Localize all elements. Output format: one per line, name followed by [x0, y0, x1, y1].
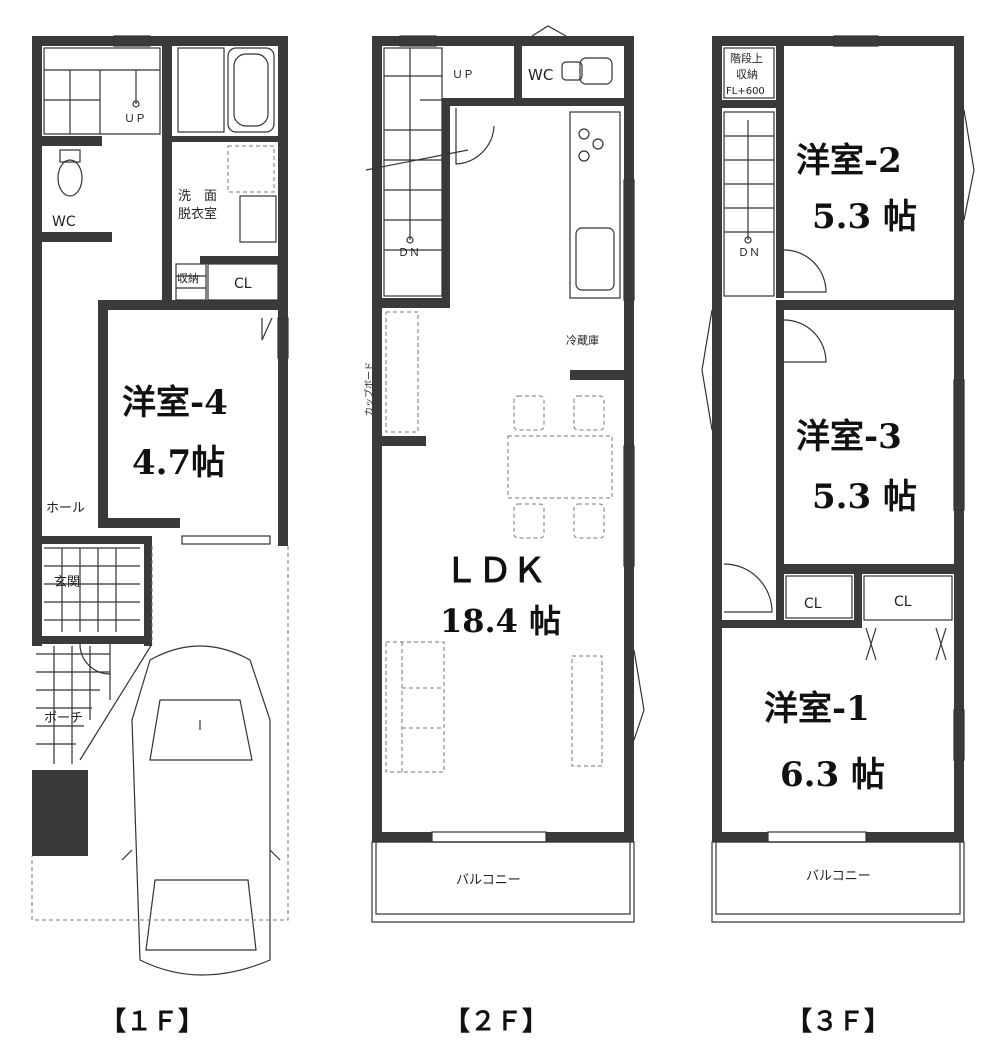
- f1-wall-room4-top: [98, 300, 280, 310]
- f1-closet-label: CL: [234, 276, 252, 292]
- f2-cupboard-label: カップボード: [364, 362, 375, 416]
- f3-closet-b-label: CL: [894, 594, 912, 610]
- f2-dn-label: ＤＮ: [398, 246, 420, 259]
- f2-wall-wc-bottom: [442, 98, 624, 106]
- f2-tv-stand: [571, 655, 603, 767]
- f3-stair-storage-1: 階段上: [730, 51, 763, 65]
- f3-stair-storage-2: 収納: [736, 68, 758, 81]
- f3-stair-storage-3: FL+600: [726, 86, 765, 97]
- f2-kitchen-counter: [569, 111, 621, 299]
- f2-balcony-label: バルコニー: [456, 873, 521, 888]
- f2-stairs: [365, 47, 469, 297]
- f1-room4-name: 洋室-4: [122, 383, 228, 423]
- f2-floor-label: 【２Ｆ】: [444, 1007, 548, 1037]
- f1-wall-entrance-bottom: [32, 636, 152, 644]
- floor-1-plan: ＵＰ WC 洗 面 脱衣室 収納 CL 洋室-4 4.7帖 ホール 玄関 ポーチ…: [31, 35, 289, 1037]
- f2-wall-partition: [382, 436, 426, 446]
- f1-porch-pillar: [32, 770, 88, 856]
- f1-toilet-icon: [57, 159, 83, 197]
- f3-balcony-label: バルコニー: [806, 869, 871, 884]
- f1-wall-entrance-right: [144, 536, 152, 646]
- f3-wall-cl-left: [776, 574, 784, 628]
- f3-closet-a-label: CL: [804, 596, 822, 612]
- f3-wall-top: [712, 36, 964, 46]
- f2-cupboard: [385, 311, 419, 433]
- f3-wall-bottom-right: [866, 832, 964, 842]
- f1-wall-left: [32, 36, 42, 646]
- f2-wall-bottom-right: [546, 832, 634, 842]
- f2-sofa: [385, 641, 445, 773]
- f2-ldk-size: 18.4 帖: [440, 602, 561, 640]
- f2-dining-set: [507, 395, 613, 539]
- f3-wall-room3-bottom: [776, 564, 964, 574]
- f1-wall-room4-left: [98, 300, 108, 525]
- f1-wc-label: WC: [52, 214, 76, 230]
- f2-wall-fridge: [570, 370, 624, 380]
- f1-bathtub-icon: [227, 47, 275, 133]
- f2-wall-right: [624, 36, 634, 842]
- f1-wall-bath-bottom: [172, 136, 278, 142]
- f1-storage-label: 収納: [177, 272, 199, 285]
- f3-wall-cl-bottom: [722, 620, 862, 628]
- f2-wall-wc-left: [514, 36, 522, 106]
- f3-wall-corridor-top: [776, 36, 784, 298]
- f3-wall-cl-divider: [854, 570, 862, 628]
- f3-wall-bottom-left: [712, 832, 768, 842]
- f2-fridge-label: 冷蔵庫: [566, 333, 599, 347]
- f1-wall-bath: [162, 36, 172, 301]
- f3-wall-room2-bottom: [776, 300, 964, 310]
- f3-room3-name: 洋室-3: [796, 417, 902, 457]
- f1-car-icon: [121, 645, 281, 976]
- f2-toilet-icon: [579, 57, 613, 85]
- f1-up-label: ＵＰ: [124, 112, 146, 125]
- f3-room1-name: 洋室-1: [764, 689, 870, 729]
- f1-washroom-label-2: 脱衣室: [178, 206, 217, 222]
- f1-wall-wc-top: [32, 136, 102, 146]
- f3-dn-label: ＤＮ: [738, 246, 760, 259]
- f2-wall-top: [372, 36, 634, 46]
- f3-wall-corridor: [776, 310, 784, 570]
- f1-stairs: [43, 47, 161, 135]
- f3-wall-left: [712, 36, 722, 842]
- floor-3-plan: 階段上 収納 FL+600 ＤＮ 洋室-2 5.3 帖 洋室-3 5.3 帖 C…: [701, 35, 975, 1037]
- f1-wall-top: [32, 36, 288, 46]
- f3-wall-storage: [722, 100, 784, 108]
- f2-wall-stair-right: [442, 100, 450, 308]
- f2-ldk-name: ＬＤＫ: [444, 551, 546, 591]
- f1-wall-cl-top: [200, 256, 280, 264]
- f1-floor-label: 【１Ｆ】: [100, 1007, 204, 1037]
- f2-wall-left: [372, 36, 382, 842]
- f1-washbasin-icon: [239, 195, 277, 243]
- floor-2-plan: ＵＰ WC ＤＮ カップボード 冷蔵庫 ＬＤＫ 18.4 帖 バルコニー 【２Ｆ…: [364, 25, 645, 1037]
- f1-entrance-label: 玄関: [54, 575, 80, 590]
- f1-wall-wc-bottom: [32, 232, 112, 242]
- f3-room2-name: 洋室-2: [796, 141, 902, 181]
- f2-up-label: ＵＰ: [452, 68, 474, 81]
- f3-room3-size: 5.3 帖: [812, 477, 917, 517]
- f3-room1-size: 6.3 帖: [780, 755, 885, 795]
- f3-stairs: [723, 111, 775, 297]
- f1-hall-label: ホール: [46, 501, 85, 516]
- f1-porch-label: ポーチ: [44, 711, 83, 726]
- f2-sink-icon: [575, 227, 615, 291]
- f3-wall-right: [954, 36, 964, 842]
- f3-floor-label: 【３Ｆ】: [786, 1007, 890, 1037]
- f1-wall-hall-bottom: [40, 536, 152, 544]
- f1-entrance-tiles: [36, 547, 140, 764]
- f1-wall-right: [278, 36, 288, 546]
- f1-room4-size: 4.7帖: [132, 443, 225, 483]
- f2-wall-stair-bottom: [372, 298, 442, 308]
- f3-room2-size: 5.3 帖: [812, 197, 917, 237]
- f1-washroom-label-1: 洗 面: [178, 189, 217, 204]
- f2-wall-bottom-left: [372, 832, 432, 842]
- f2-wc-label: WC: [528, 66, 553, 84]
- f1-wall-room4-bottom: [98, 518, 180, 528]
